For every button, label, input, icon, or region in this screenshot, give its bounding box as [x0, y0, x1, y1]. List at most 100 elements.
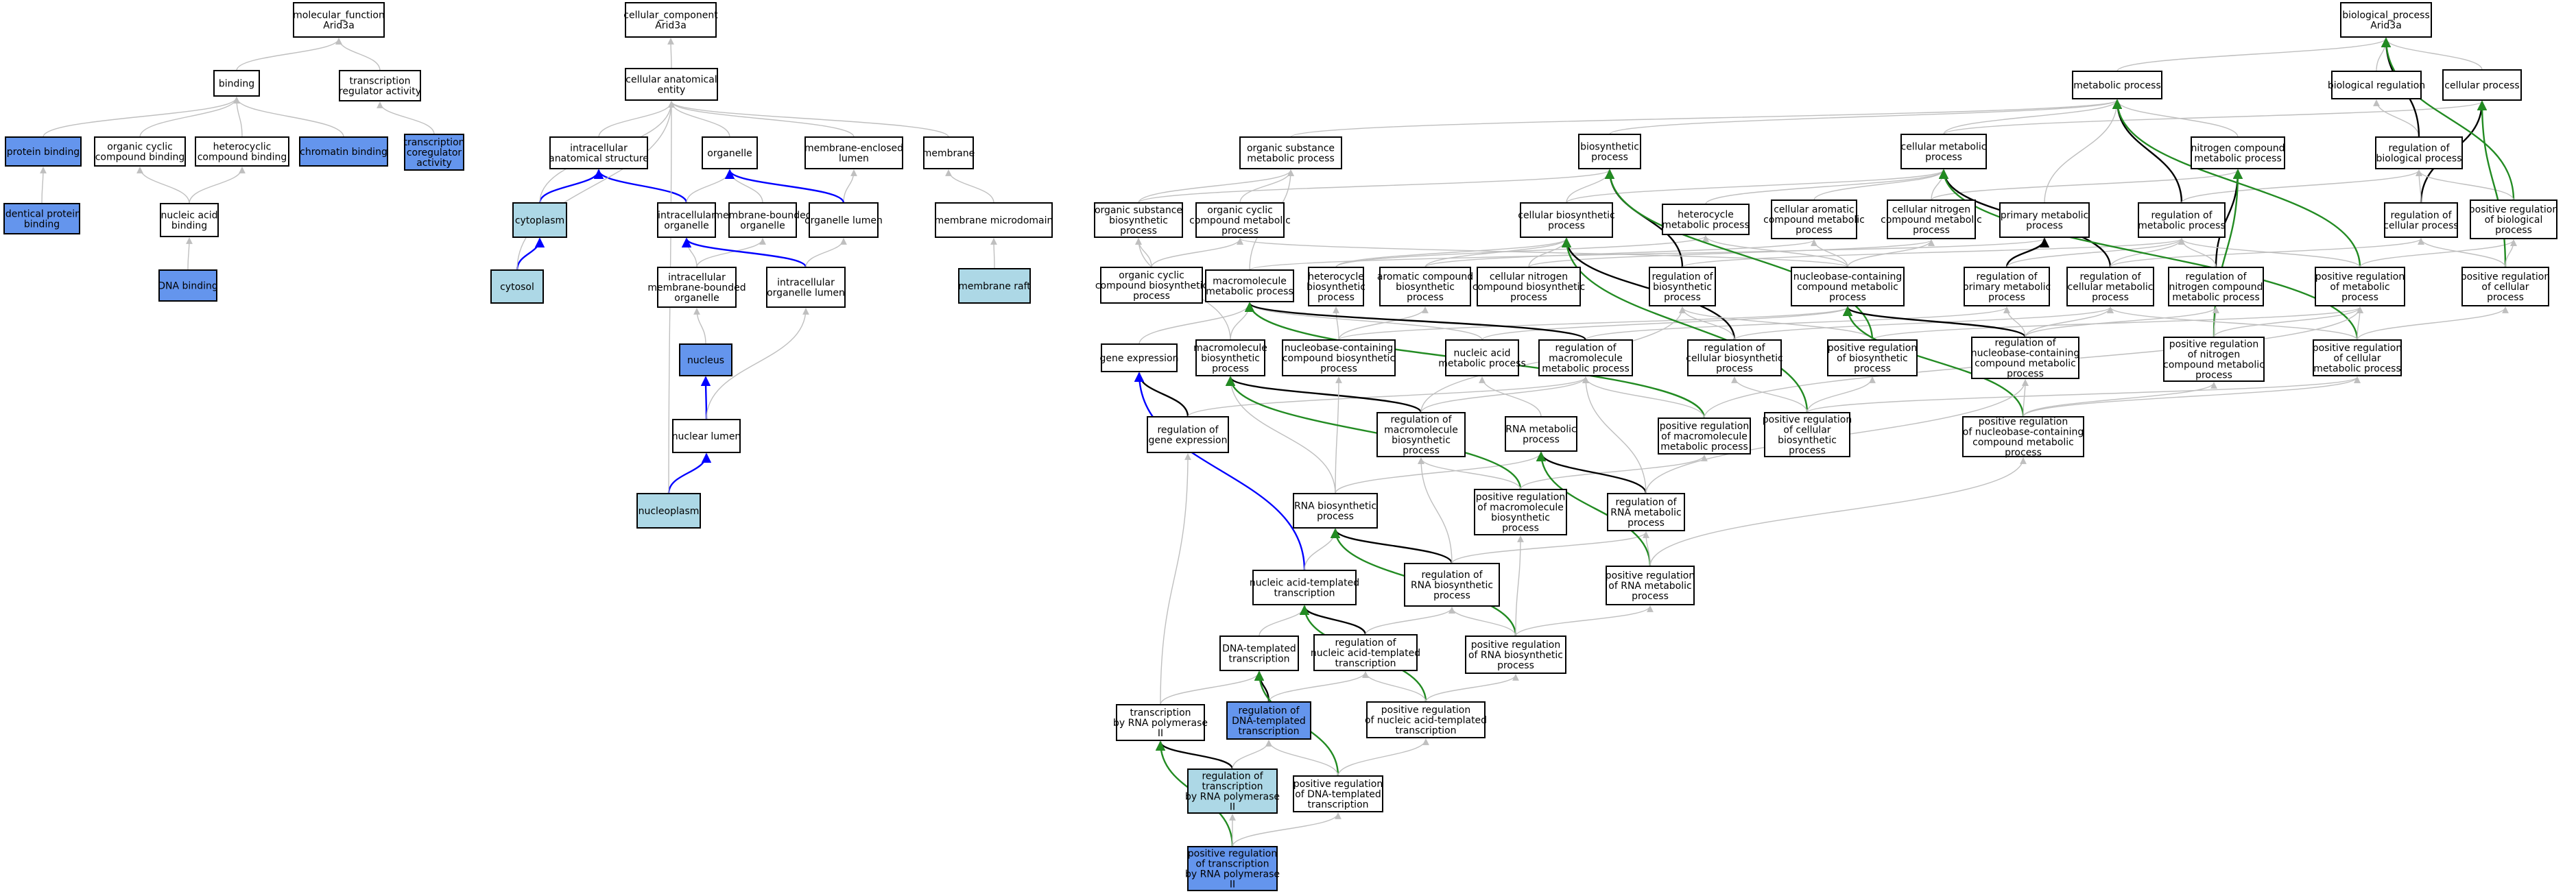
go-term-mmd[interactable]: membrane microdomain — [935, 202, 1053, 238]
go-term-nlumen[interactable]: nuclear lumen — [672, 419, 741, 453]
go-term-bio_reg[interactable]: biological regulation — [2328, 71, 2425, 99]
term-label-line: by RNA polymerase — [1113, 718, 1208, 729]
go-term-gene_expr[interactable]: gene expression — [1100, 343, 1179, 372]
term-label-line: binding — [171, 221, 207, 232]
edge-nbcmp-to-hmp — [1702, 235, 1848, 268]
term-label-line: of nucleobase-containing — [1963, 427, 2084, 438]
go-term-ol[interactable]: organelle lumen — [804, 202, 883, 238]
go-term-dna_binding[interactable]: DNA binding — [158, 269, 218, 302]
go-term-cytosol[interactable]: cytosol — [490, 269, 544, 304]
edge-occmp-to-osmp — [1239, 169, 1294, 204]
go-term-rmbp[interactable]: regulation ofmacromoleculebiosyntheticpr… — [1376, 412, 1466, 457]
go-term-membrane[interactable]: membrane — [922, 136, 975, 169]
go-term-protein_binding[interactable]: protein binding — [5, 136, 82, 167]
go-term-nucleus[interactable]: nucleus — [679, 343, 732, 376]
go-term-metab[interactable]: metabolic process — [2072, 71, 2162, 99]
go-term-cell_proc[interactable]: cellular process — [2442, 69, 2522, 101]
edge-prrnamp-to-prnbcmp — [1649, 457, 2027, 567]
go-term-nucleoplasm[interactable]: nucleoplasm — [636, 493, 701, 529]
term-label-line: regulation of — [2388, 143, 2450, 154]
go-term-organelle[interactable]: organelle — [702, 136, 758, 169]
go-term-cytoplasm[interactable]: cytoplasm — [512, 202, 567, 238]
go-term-rnbcmp[interactable]: regulation ofnucleobase-containingcompou… — [1971, 337, 2080, 380]
go-term-chromatin_binding[interactable]: chromatin binding — [299, 136, 388, 167]
term-label-line: process — [1913, 225, 1950, 236]
go-term-raft[interactable]: membrane raft — [958, 268, 1031, 304]
go-term-binding[interactable]: binding — [213, 70, 260, 97]
edge-rnabp-to-nbcbp — [1335, 376, 1342, 494]
